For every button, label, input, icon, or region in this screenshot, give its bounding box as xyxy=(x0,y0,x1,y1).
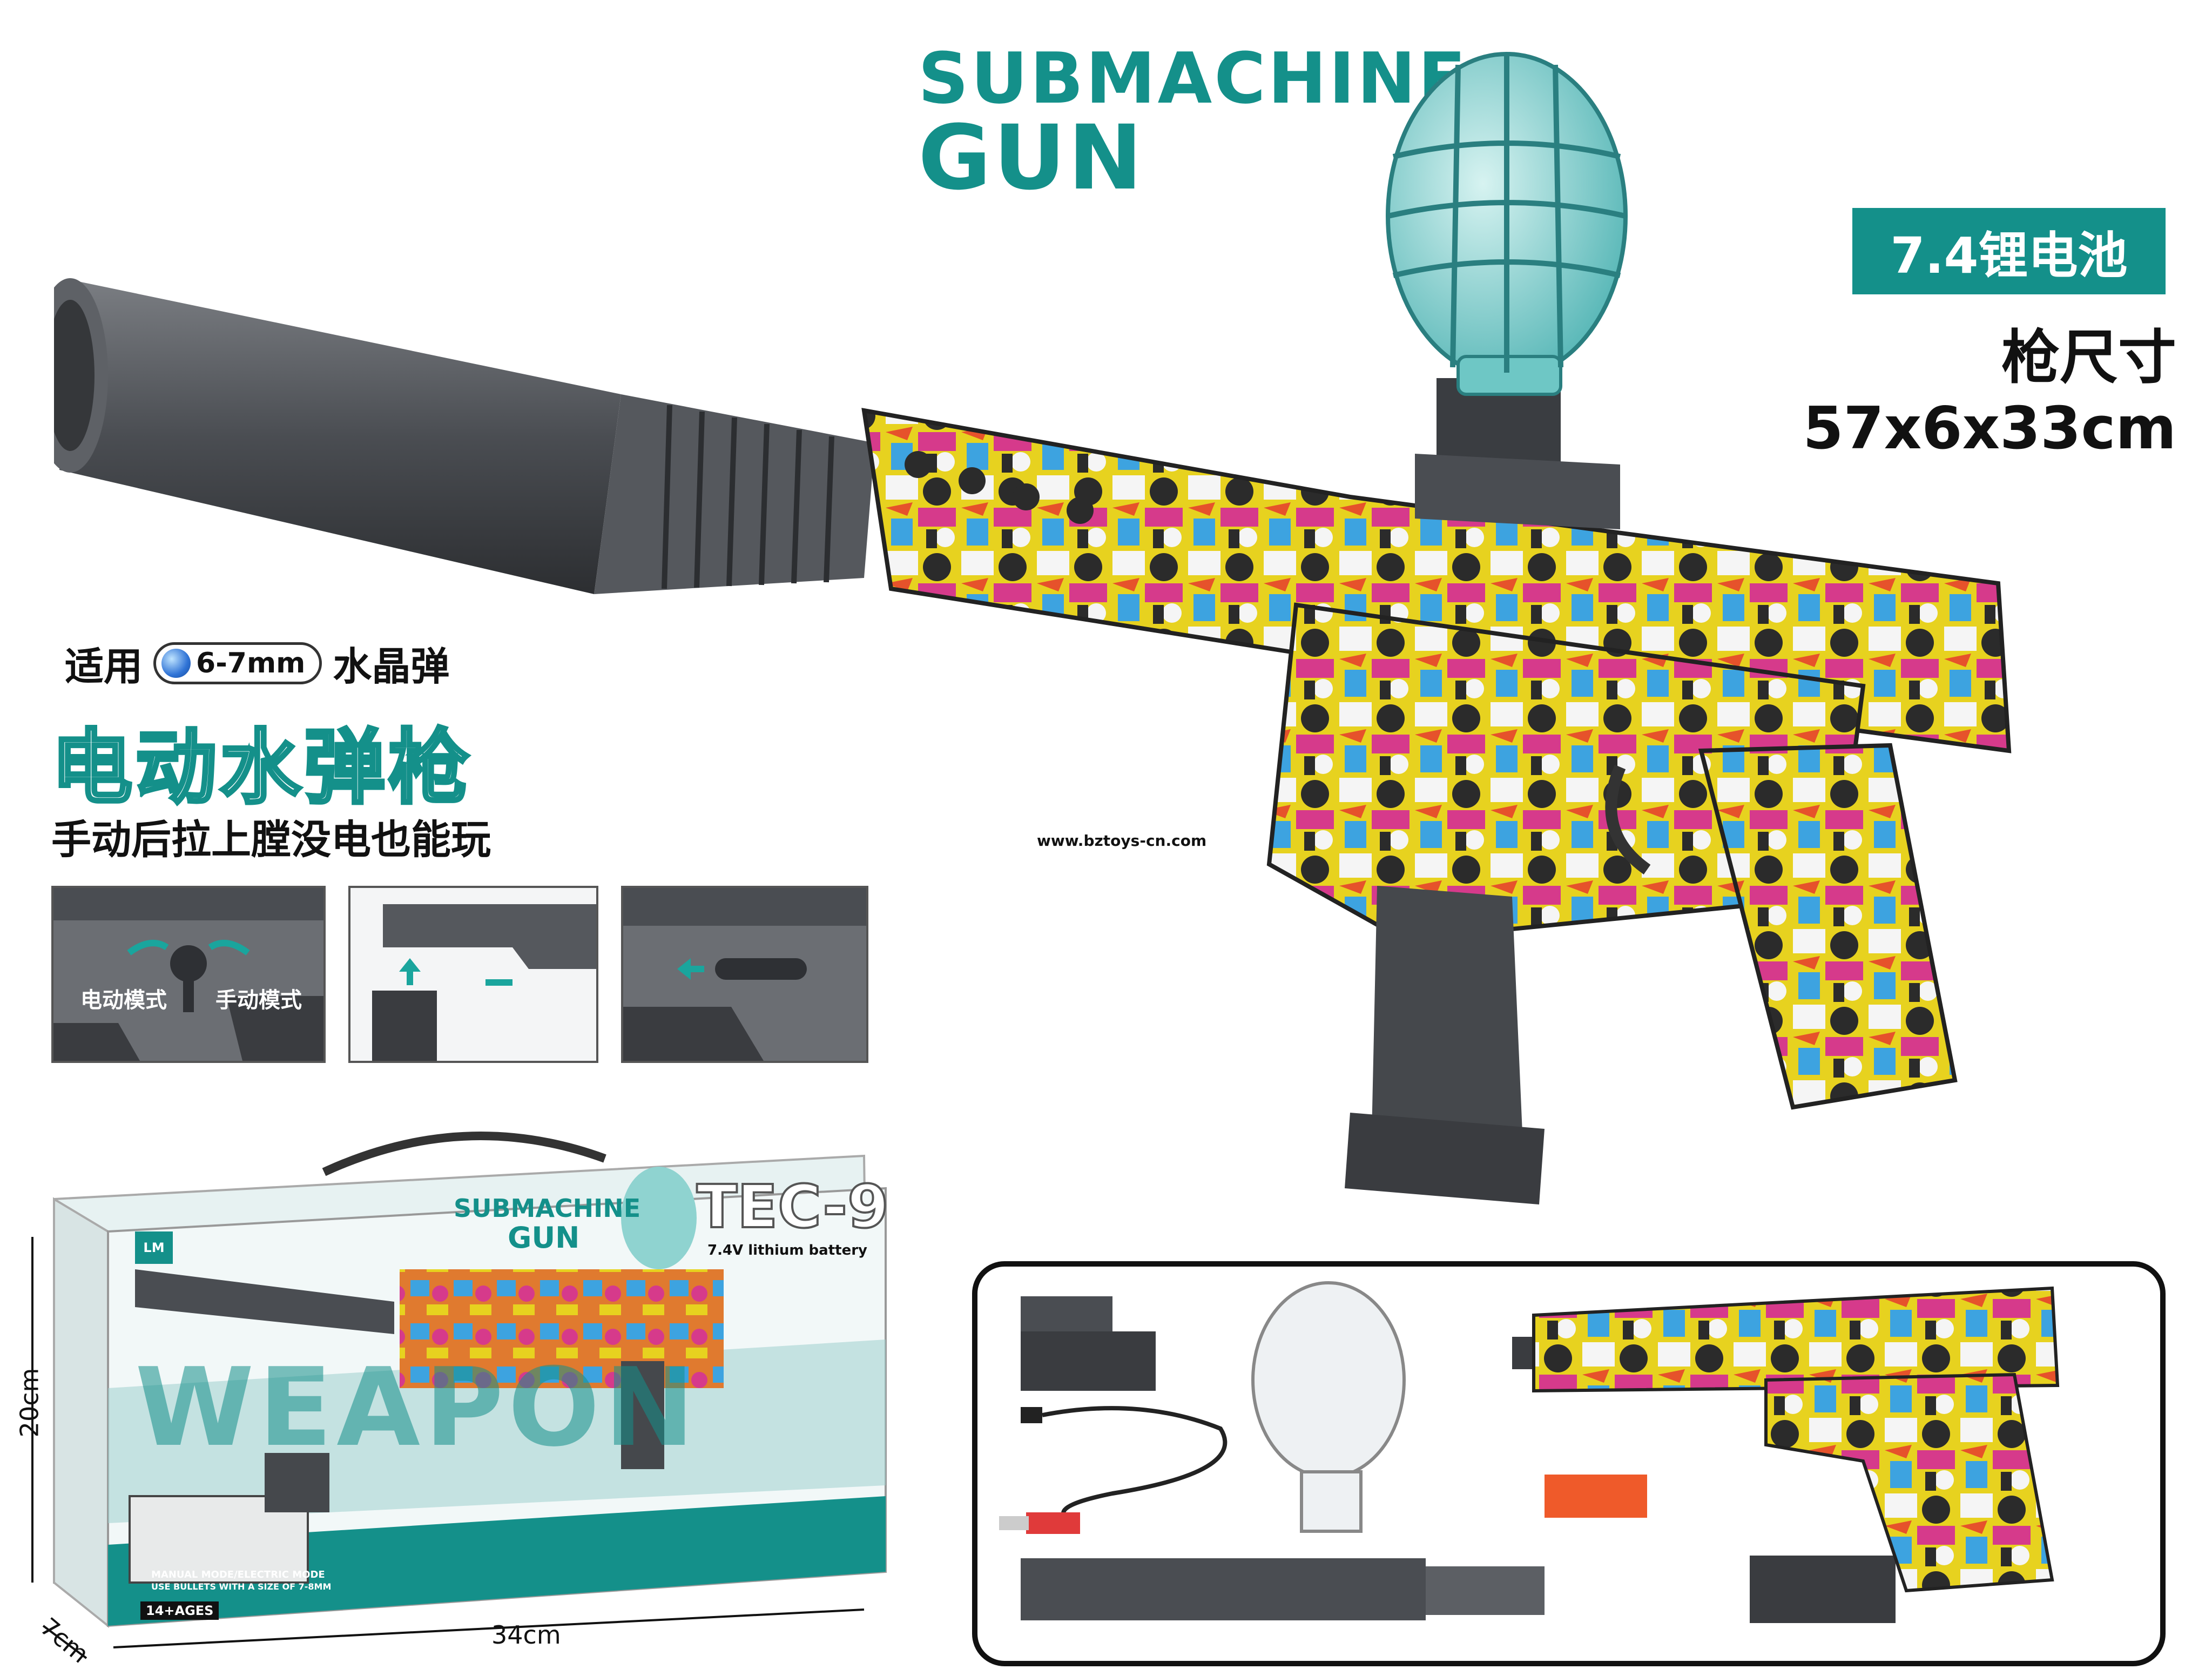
package-box-illustration xyxy=(31,1132,887,1659)
bead-prefix: 适用 xyxy=(65,644,143,689)
box-title-line-2: GUN xyxy=(508,1221,580,1255)
manual-mode-label: 手动模式 xyxy=(215,988,302,1013)
box-battery: 7.4V lithium battery xyxy=(707,1242,867,1258)
pistol-gun-accessory xyxy=(1512,1286,2060,1593)
pistol-grip xyxy=(1698,743,1958,1110)
box-title-line-1: SUBMACHINE xyxy=(454,1194,641,1223)
mode-switch-panel: 电动模式 手动模式 xyxy=(51,886,326,1063)
trigger xyxy=(1605,764,1651,875)
magazine xyxy=(1345,886,1545,1204)
mode-switch-illustration xyxy=(53,888,323,1061)
box-width: 34cm xyxy=(491,1620,561,1650)
accessories-illustration xyxy=(999,1281,2060,1623)
bead-compat-line: 适用 6-7mm 水晶弹 xyxy=(65,635,449,691)
orange-flash-hider xyxy=(1545,1475,1647,1518)
hopper-adapter xyxy=(1021,1296,1156,1391)
usb-charging-cable xyxy=(999,1406,1228,1534)
bead-suffix: 水晶弹 xyxy=(333,644,450,689)
magazine-insert-panel xyxy=(348,886,598,1063)
package-box: LM SUBMACHINE GUN TEC-9 7.4V lithium bat… xyxy=(15,1107,918,1669)
electric-mode-label: 电动模式 xyxy=(80,988,167,1013)
suppressor-accessory xyxy=(1021,1558,1545,1620)
bead-hopper xyxy=(1386,52,1628,396)
age-badge: 14+AGES xyxy=(140,1601,219,1620)
bead-size: 6-7mm xyxy=(196,647,306,679)
manual-note: 手动后拉上膛没电也能玩 xyxy=(51,817,491,863)
charging-handle-illustration xyxy=(623,888,866,1061)
water-bead-icon xyxy=(161,648,191,678)
empty-hopper xyxy=(1251,1281,1406,1533)
bead-size-pill: 6-7mm xyxy=(153,642,322,684)
website: www.bztoys-cn.com xyxy=(1037,832,1207,850)
receiver xyxy=(861,408,2012,943)
product-name: 电动水弹枪 xyxy=(50,719,473,817)
page-title: SUBMACHINE GUN xyxy=(918,43,1468,203)
box-model: TEC-9 xyxy=(696,1171,890,1242)
gun-size-text: 枪尺寸57x6x33cm xyxy=(1803,324,2176,462)
battery-badge: 7.4锂电池 xyxy=(1852,208,2166,294)
main-gun-illustration xyxy=(54,52,2012,1204)
hopper-mount xyxy=(1415,378,1620,529)
suppressor xyxy=(54,278,875,594)
charging-handle-panel xyxy=(621,886,868,1063)
title-line-1: SUBMACHINE xyxy=(918,37,1468,119)
box-watermark: WEAPON xyxy=(135,1345,699,1471)
accessories-box xyxy=(972,1261,2166,1666)
title-line-2: GUN xyxy=(918,106,1145,210)
magazine-insert-illustration xyxy=(350,888,596,1061)
brand-logo: LM xyxy=(135,1231,173,1264)
box-height: 20cm xyxy=(15,1368,44,1438)
box-footer-line-2: USE BULLETS WITH A SIZE OF 7-8MM xyxy=(151,1581,332,1592)
spare-magazine xyxy=(1750,1556,1896,1623)
box-footer-line-1: MANUAL MODE/ELECTRIC MODE xyxy=(151,1569,325,1580)
